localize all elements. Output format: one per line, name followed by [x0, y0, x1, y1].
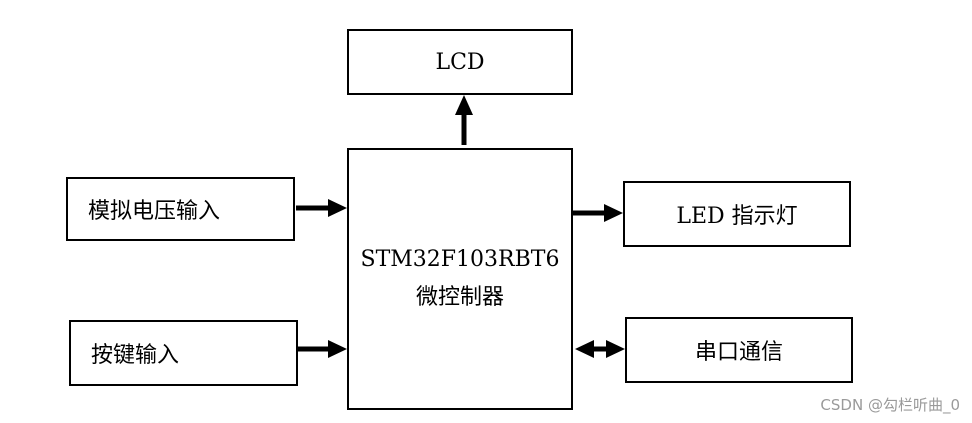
mcu-model-label: STM32F103RBT6 [360, 247, 560, 272]
mcu-block: STM32F103RBT6 微控制器 [347, 148, 573, 410]
mcu-type-label: 微控制器 [415, 285, 504, 310]
analog-input-label: 模拟电压输入 [88, 199, 221, 224]
lcd-block: LCD [347, 29, 573, 95]
arrow-mcu-to-led [573, 204, 623, 222]
analog-input-block: 模拟电压输入 [66, 177, 295, 241]
arrow-analog-to-mcu [296, 199, 347, 217]
watermark: CSDN @勾栏听曲_0 [820, 396, 960, 414]
arrow-key-to-mcu [298, 340, 347, 358]
serial-label: 串口通信 [694, 340, 783, 365]
led-label: LED 指示灯 [676, 204, 798, 229]
key-input-block: 按键输入 [69, 320, 298, 386]
led-block: LED 指示灯 [623, 181, 851, 247]
arrow-mcu-to-lcd [455, 95, 473, 145]
arrow-mcu-serial-bidirectional [575, 340, 625, 358]
serial-block: 串口通信 [625, 317, 853, 383]
lcd-label: LCD [435, 49, 485, 75]
key-input-label: 按键输入 [91, 343, 180, 368]
